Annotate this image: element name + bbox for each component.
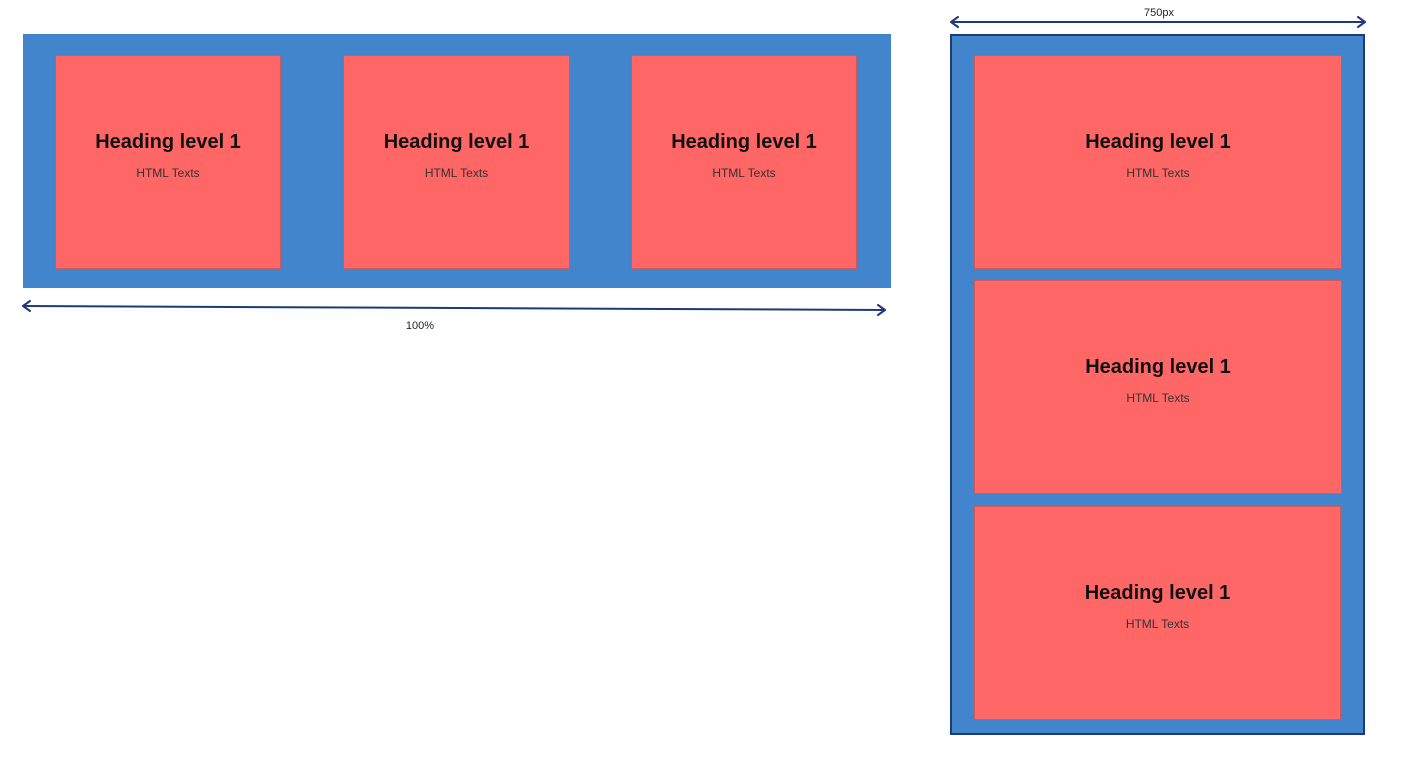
card-heading: Heading level 1 — [383, 131, 530, 153]
card-text: HTML Texts — [1126, 391, 1190, 405]
wide-card-1: Heading level 1 HTML Texts — [55, 55, 281, 269]
card-heading: Heading level 1 — [95, 131, 241, 153]
card-text: HTML Texts — [424, 166, 489, 180]
card-heading: Heading level 1 — [1085, 131, 1231, 153]
narrow-card-2: Heading level 1 HTML Texts — [974, 280, 1342, 494]
width-label-100-percent: 100% — [405, 320, 435, 332]
narrow-card-1: Heading level 1 HTML Texts — [974, 55, 1342, 269]
card-heading: Heading level 1 — [1084, 582, 1231, 604]
card-text: HTML Texts — [712, 166, 776, 180]
width-label-750px: 750px — [1144, 7, 1174, 19]
wide-card-2: Heading level 1 HTML Texts — [343, 55, 570, 269]
card-text: HTML Texts — [1126, 166, 1190, 180]
narrow-layout-container: Heading level 1 HTML Texts Heading level… — [950, 34, 1365, 735]
card-heading: Heading level 1 — [1085, 356, 1231, 378]
narrow-card-3: Heading level 1 HTML Texts — [974, 506, 1341, 720]
card-text: HTML Texts — [1125, 617, 1190, 631]
wide-card-3: Heading level 1 HTML Texts — [631, 55, 857, 269]
width-arrow-100-percent — [22, 300, 886, 316]
card-heading: Heading level 1 — [671, 131, 817, 153]
card-text: HTML Texts — [136, 166, 200, 180]
wide-layout-container: Heading level 1 HTML Texts Heading level… — [23, 34, 891, 288]
